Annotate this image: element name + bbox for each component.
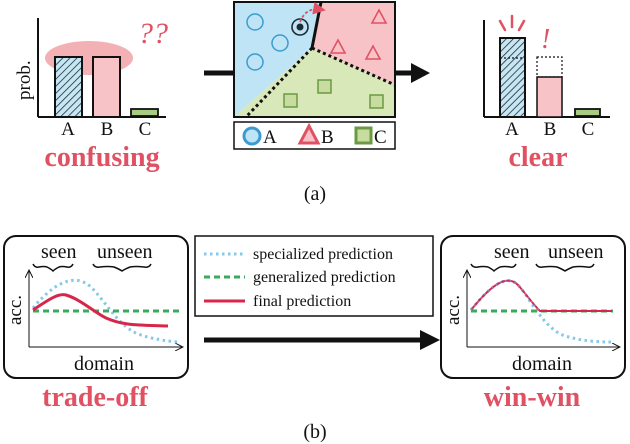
unseen-label: unseen (548, 241, 604, 263)
bar-b-clear (536, 76, 563, 118)
seen-brace (32, 263, 74, 273)
bar-b (92, 56, 121, 118)
question-marks: ?? (138, 17, 168, 50)
bar-a-clear (499, 37, 526, 118)
tick-label-a: A (505, 119, 519, 140)
clear-label: clear (508, 142, 567, 173)
point-b (370, 8, 388, 24)
legend-label-b: B (321, 127, 334, 148)
legend-final: final prediction (253, 293, 351, 310)
confusing-label: confusing (44, 142, 159, 173)
bar-c (130, 108, 159, 117)
final-curve (32, 293, 169, 328)
seen-label: seen (494, 241, 530, 263)
point-a (246, 13, 264, 31)
legend-label-a: A (263, 127, 277, 148)
decision-boundary-ac (244, 46, 314, 119)
caption-b: (b) (303, 421, 326, 443)
arrow-head-right (411, 63, 430, 83)
panel-a: prob. A B C ?? confusing (14, 1, 610, 205)
win-win-label: win-win (484, 382, 581, 413)
tick-label-b: B (544, 119, 557, 140)
exclamation-mark: ! (541, 24, 550, 55)
triangle-icon (297, 122, 321, 145)
point-c (283, 93, 298, 108)
arrow-head (420, 330, 440, 350)
bar-b-previous (536, 56, 563, 78)
point-a (246, 53, 264, 71)
scatter-legend: A B C (233, 121, 396, 150)
point-a (271, 34, 289, 52)
caption-a: (a) (304, 183, 326, 205)
tick-label-a: A (61, 119, 75, 140)
feature-space-scatter (233, 1, 396, 119)
panel-b: seen unseen acc. domain trade-off specia… (3, 235, 626, 443)
move-arrow (299, 2, 326, 23)
point-c (317, 79, 332, 94)
y-axis-label: acc. (443, 295, 464, 325)
trade-off-plot: seen unseen acc. domain trade-off (3, 235, 189, 413)
unseen-brace (92, 263, 152, 272)
unseen-label: unseen (97, 241, 153, 263)
confusing-bar-chart: prob. A B C ?? confusing (14, 17, 168, 173)
seen-label: seen (41, 241, 77, 263)
ambiguous-sample-highlight (296, 23, 304, 31)
tick-label-c: C (139, 119, 152, 140)
bar-c-clear (574, 108, 601, 117)
point-c (369, 94, 384, 109)
point-b (329, 38, 347, 54)
x-axis-label: domain (74, 353, 134, 375)
region-c (234, 48, 395, 117)
y-axis-label: acc. (5, 295, 26, 325)
legend-label-c: C (374, 127, 387, 148)
unseen-brace (535, 263, 595, 272)
clear-bar-chart: A B C ! clear (483, 14, 610, 173)
win-win-plot: seen unseen acc. domain win-win (440, 235, 626, 413)
y-axis-label: prob. (14, 60, 35, 100)
specialized-curve (31, 278, 179, 344)
prediction-legend: specialized prediction generalized predi… (194, 235, 434, 317)
tick-label-c: C (582, 119, 595, 140)
circle-icon (242, 126, 262, 146)
legend-specialized: specialized prediction (253, 246, 393, 263)
square-icon (354, 126, 373, 145)
x-axis-label: domain (512, 353, 572, 375)
bar-a (54, 56, 83, 118)
point-b (364, 44, 382, 60)
emphasis-marks (498, 14, 526, 32)
legend-generalized: generalized prediction (253, 269, 396, 286)
trade-off-label: trade-off (42, 382, 148, 413)
seen-brace (470, 263, 517, 273)
tick-label-b: B (101, 119, 114, 140)
